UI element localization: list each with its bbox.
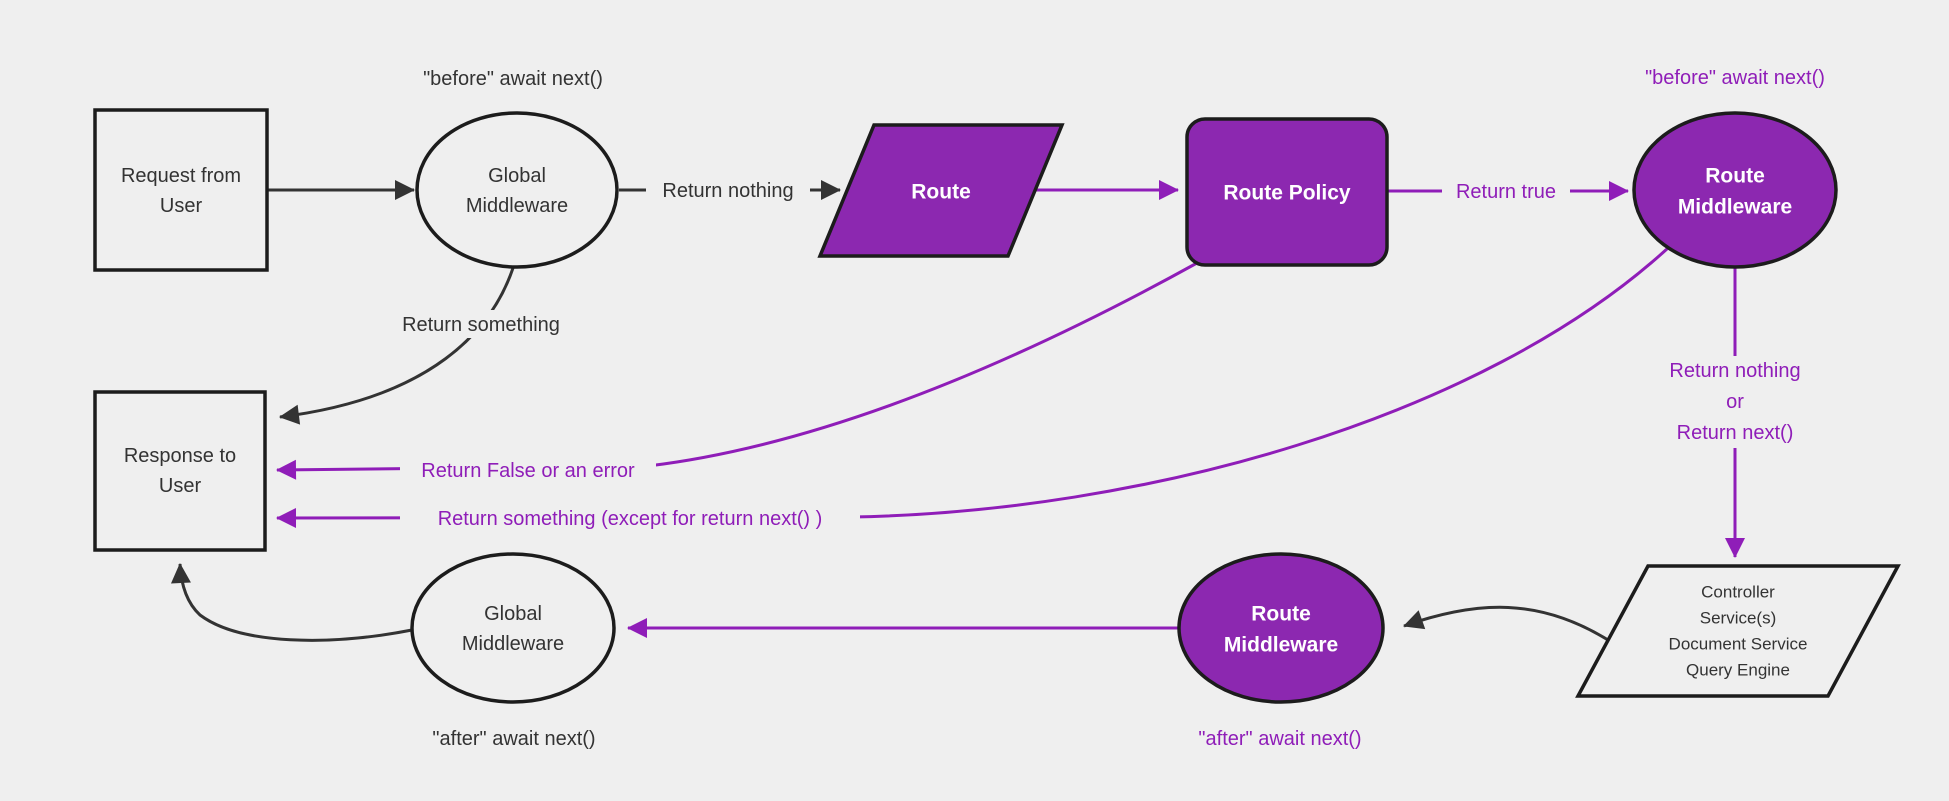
node-controller-line1: Controller	[1701, 583, 1775, 602]
edge-label-return-nothing-or-line3: Return next()	[1677, 422, 1794, 444]
label-bg	[646, 176, 810, 204]
node-route-middleware-bottom-line1: Route	[1251, 603, 1311, 626]
node-route-middleware-top-line2: Middleware	[1678, 196, 1792, 219]
label-bg	[400, 456, 656, 484]
node-route-policy	[1185, 117, 1389, 267]
node-route	[817, 123, 1065, 258]
edge-global-middleware-bottom-to-response	[170, 563, 413, 642]
node-route-middleware-top-line1: Route	[1705, 165, 1765, 188]
label-bg	[400, 504, 860, 532]
node-controller-line2: Service(s)	[1700, 609, 1777, 628]
node-route-policy-label: Route Policy	[1223, 182, 1351, 205]
label-bg	[1638, 356, 1834, 448]
edge-label-return-nothing-or-line1: Return nothing	[1669, 360, 1800, 382]
edge-label-return-something-except: Return something (except for return next…	[438, 508, 823, 530]
node-route-middleware-bottom	[1177, 552, 1385, 704]
node-global-middleware-top-line1: Global	[488, 165, 546, 187]
edge-global-middleware-to-response	[279, 267, 515, 425]
node-route-middleware-bottom-line2: Middleware	[1224, 634, 1338, 657]
annotation-after-await-black: "after" await next()	[432, 728, 595, 750]
edge-route-policy-to-response	[276, 261, 1198, 480]
node-controller-line4: Query Engine	[1686, 661, 1790, 680]
edge-label-return-something: Return something	[402, 314, 560, 336]
node-global-middleware-bottom	[410, 552, 616, 704]
node-response-line1: Response to	[124, 445, 236, 467]
node-global-middleware-top-line2: Middleware	[466, 195, 568, 217]
node-response-line2: User	[159, 475, 202, 497]
node-controller-line3: Document Service	[1669, 635, 1808, 654]
edge-label-return-nothing-or-line2: or	[1726, 391, 1744, 413]
node-request-line1: Request from	[121, 165, 241, 187]
node-global-middleware-top	[415, 111, 619, 269]
edge-route-middleware-to-response	[276, 246, 1670, 528]
node-route-label: Route	[911, 181, 971, 204]
annotation-before-await-black: "before" await next()	[423, 68, 603, 90]
node-route-middleware-top	[1632, 111, 1838, 269]
annotation-after-await-purple: "after" await next()	[1198, 728, 1361, 750]
node-global-middleware-bottom-line1: Global	[484, 603, 542, 625]
annotation-before-await-purple: "before" await next()	[1645, 67, 1825, 89]
label-bg	[398, 310, 564, 338]
edge-label-return-true: Return true	[1456, 181, 1556, 203]
edge-label-return-false-or-error: Return False or an error	[421, 460, 635, 482]
node-request-line2: User	[160, 195, 203, 217]
node-global-middleware-bottom-line2: Middleware	[462, 633, 564, 655]
node-request-from-user	[93, 108, 269, 272]
label-bg	[1442, 177, 1570, 205]
node-controller-services	[1575, 564, 1901, 698]
edge-label-return-nothing: Return nothing	[662, 180, 793, 202]
edge-controller-to-route-middleware-bottom	[1403, 605, 1609, 642]
node-response-to-user	[93, 390, 267, 552]
